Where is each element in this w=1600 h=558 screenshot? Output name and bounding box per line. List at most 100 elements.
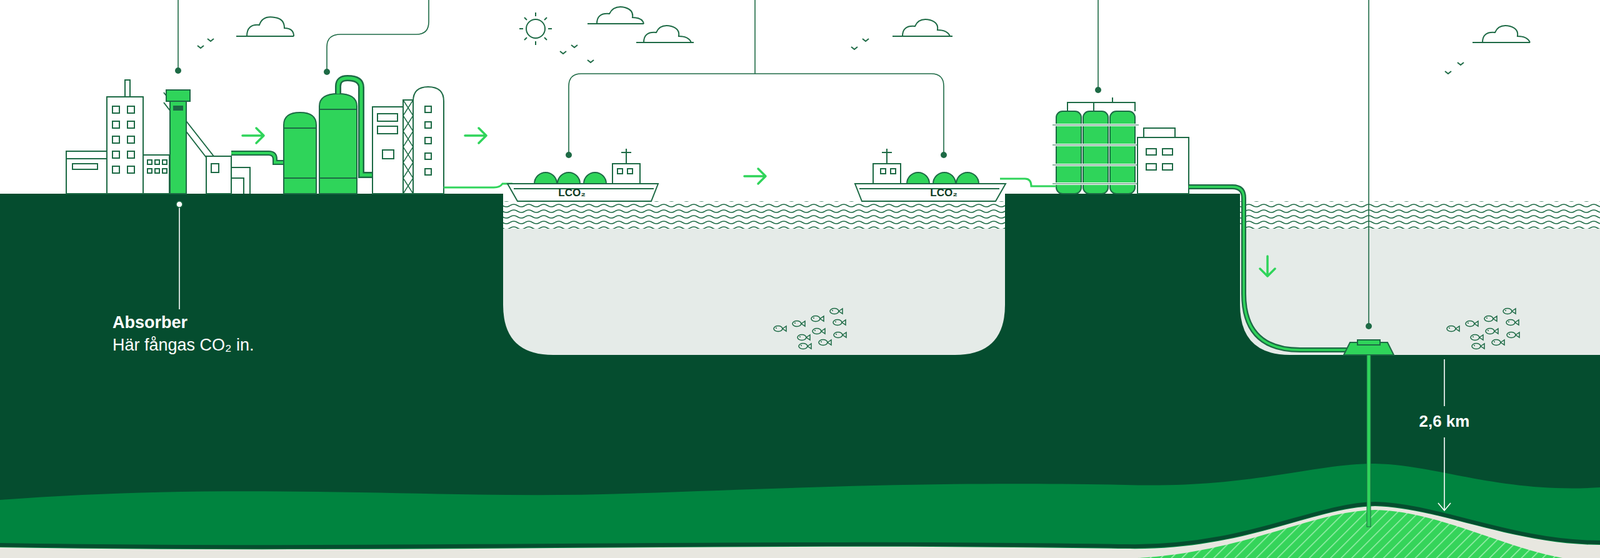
capture-plant-part xyxy=(106,96,144,194)
cargo-label: LCO₂ xyxy=(915,186,972,200)
birds xyxy=(197,38,1464,74)
leader-dots-part xyxy=(323,68,330,75)
capture-plant-part xyxy=(125,80,130,97)
ship-part xyxy=(534,172,607,184)
sun xyxy=(519,12,552,45)
pipeline xyxy=(1188,186,1357,350)
depth-dimension xyxy=(1438,359,1451,511)
terminal-part xyxy=(1137,137,1189,194)
terminal-part xyxy=(1110,111,1135,194)
cargo-label: LCO₂ xyxy=(543,186,600,200)
leader-lines-part xyxy=(754,0,756,74)
ship-part xyxy=(507,183,659,202)
leader-lines-part xyxy=(326,0,429,72)
pipeline xyxy=(1188,186,1357,350)
ship-part xyxy=(881,148,892,164)
terminal-part xyxy=(1162,163,1173,170)
leader-lines-part xyxy=(1097,0,1099,90)
capture-plant xyxy=(66,78,444,194)
ship-part xyxy=(855,183,1006,202)
capture-plant-part xyxy=(425,106,432,113)
terminal xyxy=(1052,97,1189,194)
capture-plant-part xyxy=(231,153,284,163)
capture-plant-part xyxy=(283,112,317,194)
ground xyxy=(0,193,1600,558)
ship-part xyxy=(873,163,901,184)
leader-dots xyxy=(175,67,1372,330)
capture-plant-part xyxy=(143,155,170,194)
sand-layer xyxy=(0,506,1600,558)
capture-plant-part xyxy=(231,153,284,163)
capture-plant-part xyxy=(112,136,120,144)
leader-dots-part xyxy=(940,151,947,159)
ship-part xyxy=(859,188,1000,190)
clouds-part xyxy=(1472,25,1530,43)
ship-part xyxy=(890,168,896,174)
clouds-part xyxy=(636,25,694,43)
capture-plant-part xyxy=(425,137,432,144)
capture-plant-part xyxy=(283,128,317,179)
sea xyxy=(1240,193,1600,355)
ship-part xyxy=(617,168,623,174)
callout-text: Här fångas CO₂ in. xyxy=(112,335,255,355)
capture-plant-part xyxy=(319,109,357,179)
terminal-part xyxy=(1052,125,1139,184)
waves xyxy=(503,201,1005,229)
terminal-part xyxy=(1162,148,1173,155)
capture-plant-part xyxy=(155,160,160,165)
capture-plant-part xyxy=(72,163,98,170)
capture-plant-part xyxy=(231,167,250,194)
capture-plant-part xyxy=(403,100,414,194)
capture-plant-part xyxy=(147,168,152,174)
capture-plant-part xyxy=(403,100,414,194)
capture-plant-part xyxy=(112,151,120,159)
capture-plant-part xyxy=(166,90,190,102)
clouds-part xyxy=(236,16,294,37)
leader-lines-part xyxy=(177,0,179,71)
capture-plant-part xyxy=(127,136,135,144)
capture-plant-part xyxy=(377,126,398,134)
leader-dots-part xyxy=(1095,86,1102,94)
birds-part xyxy=(197,38,1464,74)
rock-band xyxy=(0,463,1600,558)
capture-plant-part xyxy=(127,121,135,129)
pipe xyxy=(443,183,513,188)
sun-part xyxy=(526,19,545,39)
leader-lines-part xyxy=(1368,0,1370,327)
clouds xyxy=(236,6,1530,43)
capture-plant-part xyxy=(112,166,120,174)
capture-plant-part xyxy=(338,78,373,175)
flow-arrows-part xyxy=(465,128,487,144)
ship: LCO₂ xyxy=(507,145,659,203)
leader-dots-part xyxy=(565,151,572,159)
pipe xyxy=(1000,178,1057,187)
capture-plant-part xyxy=(112,121,120,129)
capture-plant-part xyxy=(382,150,394,159)
terminal-part xyxy=(1052,125,1139,184)
ship-part xyxy=(906,172,979,184)
ship-part xyxy=(880,168,886,174)
cap-rock-line xyxy=(0,503,1600,547)
capture-plant-part xyxy=(127,106,135,114)
leader-dots-part xyxy=(175,67,182,74)
capture-plant-part xyxy=(112,106,120,114)
ship-group xyxy=(507,148,659,202)
capture-plant-part xyxy=(211,163,219,173)
fish-school xyxy=(1446,308,1520,350)
capture-plant-part xyxy=(162,168,167,174)
ship-group xyxy=(855,148,1006,202)
capture-plant-part xyxy=(425,121,432,129)
capture-plant-part xyxy=(413,86,444,194)
terminal-part xyxy=(1056,111,1082,194)
capture-plant-part xyxy=(127,151,135,159)
water-surface xyxy=(1240,193,1600,229)
capture-plant-part xyxy=(66,151,108,159)
clouds-part xyxy=(892,19,953,37)
ship-part xyxy=(621,148,632,164)
capture-plant-part xyxy=(155,168,160,174)
waves xyxy=(1240,201,1600,229)
capture-plant-part xyxy=(170,98,187,194)
flow-arrows-part xyxy=(1260,256,1275,277)
